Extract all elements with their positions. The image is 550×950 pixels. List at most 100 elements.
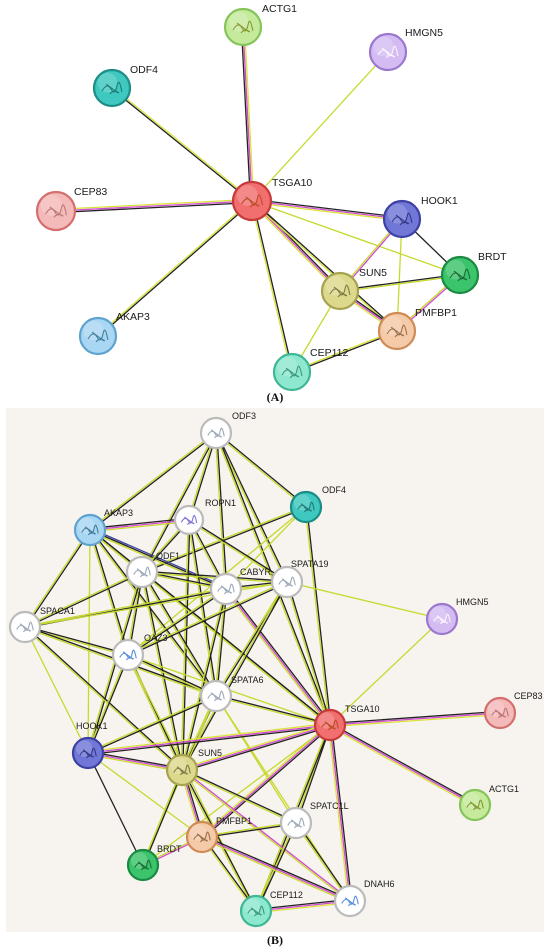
node-label: PMFBP1 [216, 816, 252, 826]
edge-line [329, 724, 476, 806]
edge-tsga10-cep83 [329, 710, 501, 728]
node-label: BRDT [478, 251, 507, 263]
protein-structure-icon [466, 799, 484, 811]
node-hmgn5[interactable]: HMGN5 [425, 597, 489, 636]
edge-line [143, 769, 184, 866]
edge-line [140, 431, 216, 573]
edge-cabyr-tsga10 [224, 587, 332, 727]
node-spata6[interactable]: SPATA6 [199, 675, 264, 713]
node-tsga10[interactable]: TSGA10 [313, 704, 380, 742]
node-spata19[interactable]: SPATA19 [270, 559, 329, 599]
node-label: HMGN5 [405, 27, 443, 39]
node-highlight [338, 888, 355, 905]
edge-tsga10-actg1 [240, 26, 255, 202]
node-dnah6[interactable]: DNAH6 [333, 879, 395, 918]
node-hook1[interactable]: HOOK1 [71, 721, 108, 770]
node-label: SPACA1 [40, 606, 75, 616]
node-highlight [40, 194, 62, 216]
edge-line [250, 201, 340, 293]
node-odf3[interactable]: ODF3 [199, 411, 256, 450]
node-brdt[interactable]: BRDT [440, 251, 507, 295]
edges-group [23, 431, 501, 914]
edge-line [225, 588, 331, 726]
protein-structure-icon [232, 20, 254, 34]
edge-line [181, 768, 297, 823]
edge-tsga10-cep83 [55, 198, 253, 214]
edge-line [202, 725, 332, 839]
edge-line [214, 432, 307, 509]
edge-ropn1-spata6 [187, 519, 218, 697]
edge-line [127, 655, 217, 698]
node-spatc1l[interactable]: SPATC1L [279, 801, 349, 840]
node-label: ODF4 [130, 64, 158, 76]
node-highlight [430, 606, 447, 623]
node-label: OAZ3 [144, 633, 168, 643]
edge-line [189, 519, 218, 697]
node-label: ODF3 [232, 411, 256, 421]
node-hook1[interactable]: HOOK1 [382, 195, 458, 239]
node-akap3[interactable]: AKAP3 [78, 311, 150, 356]
edge-line [97, 200, 254, 338]
node-spaca1[interactable]: SPACA1 [8, 606, 75, 644]
node-odf4[interactable]: ODF4 [92, 64, 158, 108]
edge-hmgn5-tsga10 [329, 618, 443, 726]
node-cep83[interactable]: CEP83 [35, 186, 107, 232]
edge-line [201, 834, 352, 901]
edge-tsga10-odf4 [110, 86, 254, 203]
node-akap3[interactable]: AKAP3 [73, 508, 133, 547]
edge-line [55, 198, 253, 211]
edge-line [330, 722, 477, 805]
protein-structure-icon [173, 764, 191, 776]
edge-line [55, 200, 253, 212]
edge-line [329, 712, 501, 726]
edge-line [181, 724, 331, 771]
edge-line [141, 570, 288, 582]
node-pmfbp1[interactable]: PMFBP1 [377, 307, 457, 351]
edge-line [23, 528, 90, 628]
node-cep83[interactable]: CEP83 [483, 691, 543, 730]
edge-line [87, 722, 331, 753]
protein-structure-icon [287, 817, 305, 829]
node-actg1[interactable]: ACTG1 [458, 784, 519, 822]
node-label: SPATC1L [310, 801, 349, 811]
edge-line [285, 581, 330, 726]
edge-line [96, 199, 253, 337]
node-tsga10[interactable]: TSGA10 [231, 177, 312, 222]
node-odf4[interactable]: ODF4 [289, 485, 346, 524]
node-highlight [78, 517, 95, 534]
node-highlight [488, 700, 505, 717]
node-label: ROPN1 [205, 498, 236, 508]
node-label: PMFBP1 [415, 307, 457, 319]
node-sun5[interactable]: SUN5 [165, 748, 222, 787]
node-pmfbp1[interactable]: PMFBP1 [185, 816, 252, 854]
node-cep112[interactable]: CEP112 [272, 347, 348, 392]
node-highlight [277, 356, 298, 377]
edge-line [111, 86, 254, 202]
node-ropn1[interactable]: ROPN1 [173, 498, 236, 536]
node-oaz3[interactable]: OAZ3 [111, 633, 168, 672]
edge-line [296, 724, 332, 824]
protein-structure-icon [133, 566, 151, 578]
edge-odf4-cabyr [225, 506, 307, 590]
edge-line [216, 432, 228, 590]
node-highlight [116, 642, 133, 659]
node-label: SPATA19 [291, 559, 329, 569]
node-brdt[interactable]: BRDT [126, 844, 182, 882]
edge-line [87, 752, 144, 866]
protein-structure-icon [193, 831, 211, 843]
node-odf1[interactable]: ODF1 [125, 551, 180, 589]
edge-line [329, 710, 501, 725]
node-hmgn5[interactable]: HMGN5 [368, 27, 443, 72]
node-cabyr[interactable]: CABYR [209, 567, 272, 606]
node-sun5[interactable]: SUN5 [320, 267, 387, 311]
edge-spaca1-hook1 [24, 626, 89, 754]
edge-line [180, 722, 331, 770]
node-actg1[interactable]: ACTG1 [223, 3, 297, 47]
node-cep112[interactable]: CEP112 [239, 890, 303, 928]
edge-line [188, 518, 289, 582]
edge-line [89, 519, 190, 531]
edge-line [24, 587, 227, 627]
node-label: HOOK1 [76, 721, 108, 731]
node-label: AKAP3 [104, 508, 133, 518]
